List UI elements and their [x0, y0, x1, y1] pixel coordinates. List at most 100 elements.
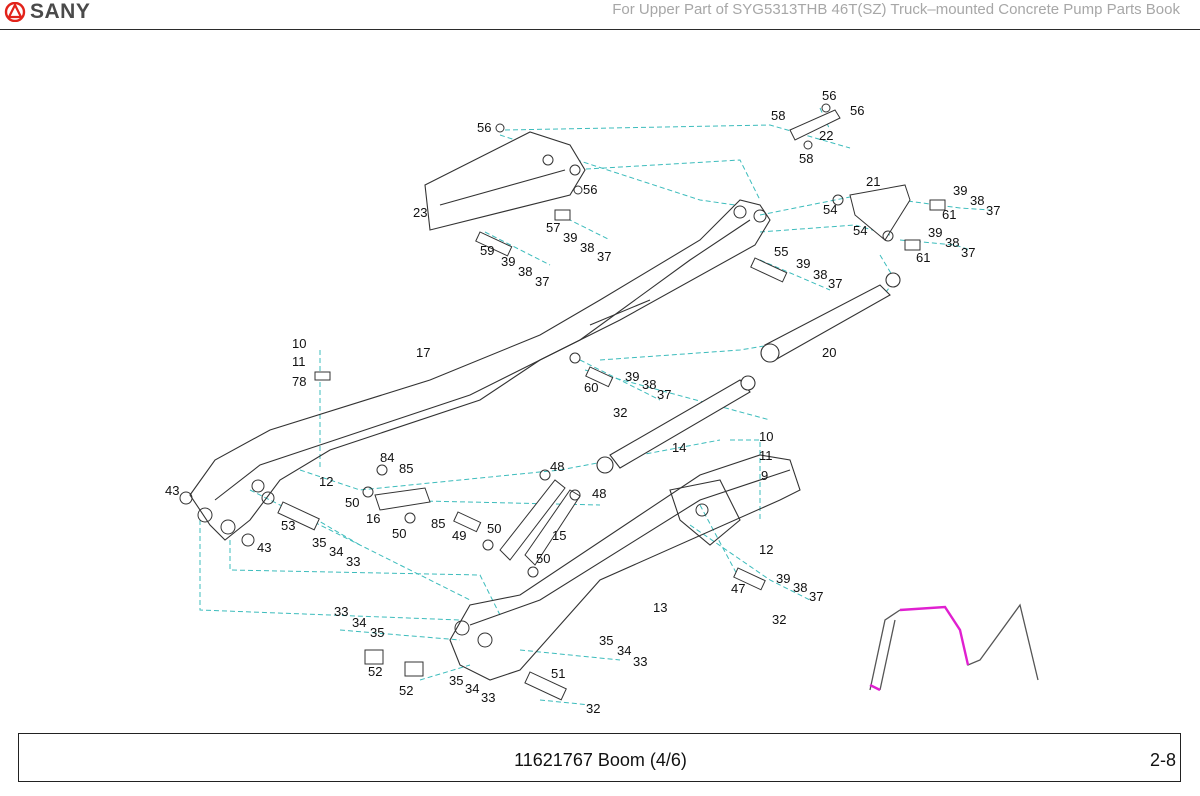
callout-34: 34: [329, 544, 343, 559]
pins-and-bushings: [277, 199, 946, 701]
callout-13: 13: [653, 600, 667, 615]
callout-50: 50: [392, 526, 406, 541]
callout-49: 49: [452, 528, 466, 543]
callout-57: 57: [546, 220, 560, 235]
callout-37: 37: [657, 387, 671, 402]
callout-11: 11: [759, 448, 773, 463]
callout-21: 21: [866, 174, 880, 189]
callout-14: 14: [672, 440, 686, 455]
callout-37: 37: [961, 245, 975, 260]
callout-61: 61: [942, 207, 956, 222]
boom-arm-17: [189, 199, 771, 541]
page-number: 2-8: [1149, 750, 1176, 770]
callout-58: 58: [799, 151, 813, 166]
callout-38: 38: [793, 580, 807, 595]
callout-32: 32: [586, 701, 600, 716]
callout-39: 39: [796, 256, 810, 271]
callout-39: 39: [776, 571, 790, 586]
callout-23: 23: [413, 205, 427, 220]
callout-56: 56: [850, 103, 864, 118]
washers: [179, 103, 894, 578]
callout-16: 16: [366, 511, 380, 526]
callout-37: 37: [828, 276, 842, 291]
cylinder-14: [596, 375, 756, 474]
lower-boom-13: [449, 454, 801, 681]
callout-56: 56: [822, 88, 836, 103]
callout-12: 12: [759, 542, 773, 557]
callout-20: 20: [822, 345, 836, 360]
callout-47: 47: [731, 581, 745, 596]
callout-48: 48: [550, 459, 564, 474]
callout-56: 56: [583, 182, 597, 197]
callout-32: 32: [613, 405, 627, 420]
callout-39: 39: [563, 230, 577, 245]
page-header: SANY For Upper Part of SYG5313THB 46T(SZ…: [0, 0, 1200, 30]
callout-58: 58: [771, 108, 785, 123]
callout-37: 37: [597, 249, 611, 264]
callout-61: 61: [916, 250, 930, 265]
callout-35: 35: [449, 673, 463, 688]
callout-35: 35: [599, 633, 613, 648]
callout-78: 78: [292, 374, 306, 389]
callout-33: 33: [334, 604, 348, 619]
link-plates: [374, 109, 911, 566]
callout-22: 22: [819, 128, 833, 143]
boom-thumbnail: [869, 603, 1039, 692]
callout-39: 39: [625, 369, 639, 384]
callout-38: 38: [945, 235, 959, 250]
callout-33: 33: [633, 654, 647, 669]
callout-38: 38: [970, 193, 984, 208]
callout-52: 52: [399, 683, 413, 698]
callout-33: 33: [481, 690, 495, 705]
callout-9: 9: [761, 468, 768, 483]
callout-60: 60: [584, 380, 598, 395]
callout-34: 34: [352, 615, 366, 630]
callout-39: 39: [953, 183, 967, 198]
callout-35: 35: [312, 535, 326, 550]
sany-logo: SANY: [4, 0, 90, 24]
callout-56: 56: [477, 120, 491, 135]
callout-51: 51: [551, 666, 565, 681]
callout-53: 53: [281, 518, 295, 533]
drawing-title: 11621767 Boom (4/6): [514, 750, 687, 770]
title-block: 11621767 Boom (4/6) 2-8: [18, 733, 1181, 782]
callout-54: 54: [823, 202, 837, 217]
cylinder-20: [760, 272, 901, 363]
callout-35: 35: [370, 625, 384, 640]
callout-50: 50: [487, 521, 501, 536]
callout-43: 43: [257, 540, 271, 555]
callout-11: 11: [292, 354, 306, 369]
callout-38: 38: [580, 240, 594, 255]
callout-12: 12: [319, 474, 333, 489]
callout-34: 34: [465, 681, 479, 696]
callout-48: 48: [592, 486, 606, 501]
callout-37: 37: [809, 589, 823, 604]
callout-84: 84: [380, 450, 394, 465]
callout-52: 52: [368, 664, 382, 679]
callout-37: 37: [986, 203, 1000, 218]
pin-holes: [197, 154, 767, 648]
callout-59: 59: [480, 243, 494, 258]
sany-logo-mark: [4, 2, 26, 22]
callout-38: 38: [813, 267, 827, 282]
callout-54: 54: [853, 223, 867, 238]
callout-39: 39: [928, 225, 942, 240]
callout-85: 85: [431, 516, 445, 531]
callout-37: 37: [535, 274, 549, 289]
document-title: For Upper Part of SYG5313THB 46T(SZ) Tru…: [612, 1, 1180, 18]
callout-39: 39: [501, 254, 515, 269]
callout-38: 38: [642, 377, 656, 392]
callout-labels: 56 58 56 22 58 56 56 21 39 38 61 37 54 5…: [165, 88, 1000, 716]
exploded-parts-diagram: 56 58 56 22 58 56 56 21 39 38 61 37 54 5…: [165, 88, 1039, 716]
callout-17: 17: [416, 345, 430, 360]
header-divider: [0, 29, 1200, 30]
callout-55: 55: [774, 244, 788, 259]
callout-38: 38: [518, 264, 532, 279]
callout-33: 33: [346, 554, 360, 569]
callout-50: 50: [345, 495, 359, 510]
callout-32: 32: [772, 612, 786, 627]
callout-10: 10: [292, 336, 306, 351]
callout-50: 50: [536, 551, 550, 566]
callout-10: 10: [759, 429, 773, 444]
callout-43: 43: [165, 483, 179, 498]
